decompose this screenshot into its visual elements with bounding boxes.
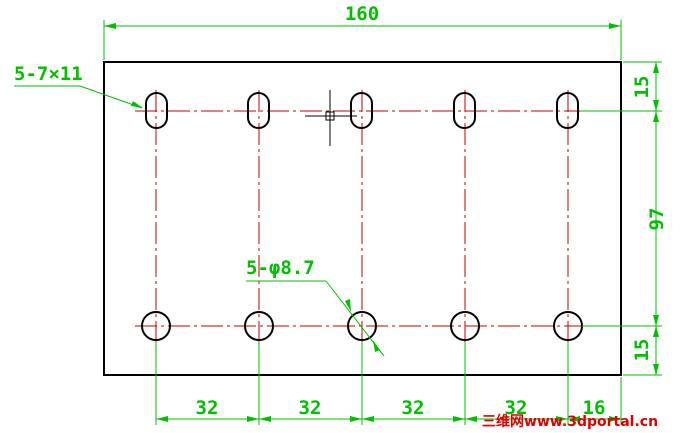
centerlines <box>135 90 582 345</box>
slot-2 <box>247 92 270 129</box>
slot-callout: 5-7×11 <box>14 63 83 85</box>
slot-4 <box>453 92 476 129</box>
pitch-label-4: 32 <box>505 397 528 419</box>
hole-2 <box>244 311 274 341</box>
overall-width-label: 160 <box>345 3 379 25</box>
hole-leader-arrow-top <box>345 299 351 312</box>
hole-callout: 5-φ8.7 <box>246 257 315 279</box>
hole-3 <box>347 311 377 341</box>
hole-1 <box>141 311 171 341</box>
height-label: 97 <box>646 208 668 231</box>
edge-offset-label: 16 <box>583 397 606 419</box>
hole-4 <box>450 311 480 341</box>
bottom-offset-label: 15 <box>631 339 653 362</box>
pitch-label-1: 32 <box>196 397 219 419</box>
slot-leader-arrow <box>131 101 143 108</box>
top-offset-label: 15 <box>631 76 653 99</box>
watermark: 三维网www.3dportal.cn <box>482 413 658 430</box>
slot-5 <box>556 92 579 129</box>
slot-1 <box>145 92 168 129</box>
crosshair-cursor-icon <box>305 90 357 146</box>
width-arrow-left <box>104 23 116 29</box>
slot-3 <box>350 92 373 129</box>
slot-row <box>145 92 579 129</box>
pitch-label-3: 32 <box>402 397 425 419</box>
hole-leader-arrow-bottom <box>373 340 380 352</box>
width-arrow-right <box>609 23 621 29</box>
pitch-label-2: 32 <box>299 397 322 419</box>
dimensions: 160 15 97 15 32 <box>14 3 668 425</box>
